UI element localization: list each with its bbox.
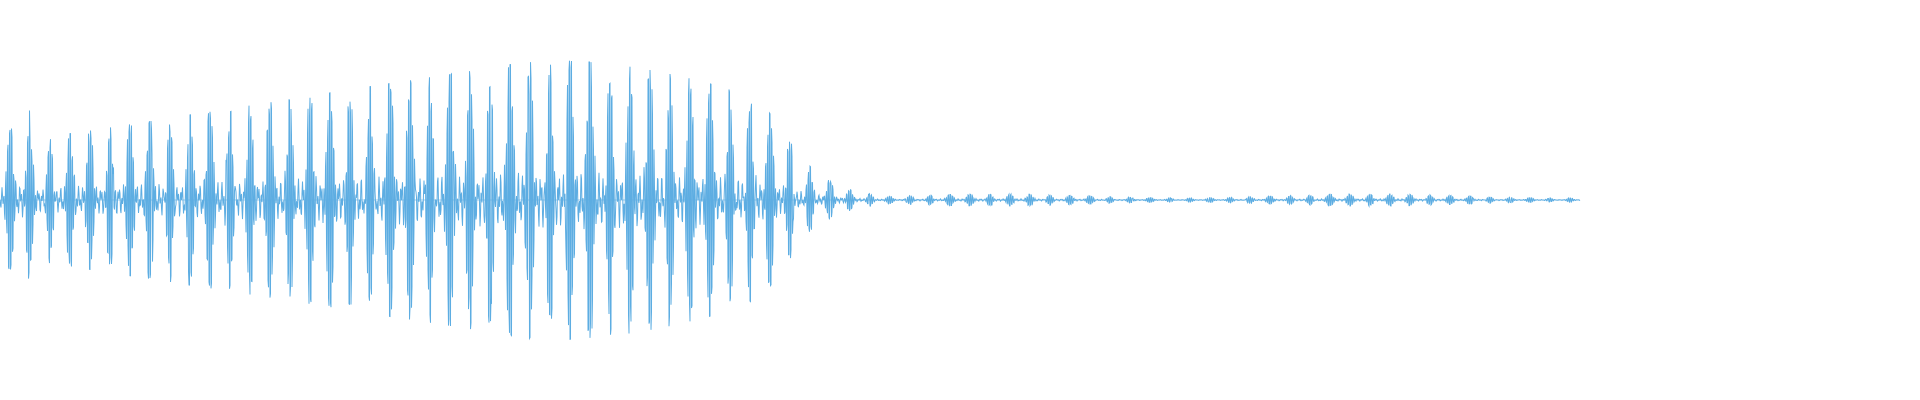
waveform-view[interactable] <box>0 0 1920 400</box>
audio-waveform[interactable] <box>0 0 1920 400</box>
